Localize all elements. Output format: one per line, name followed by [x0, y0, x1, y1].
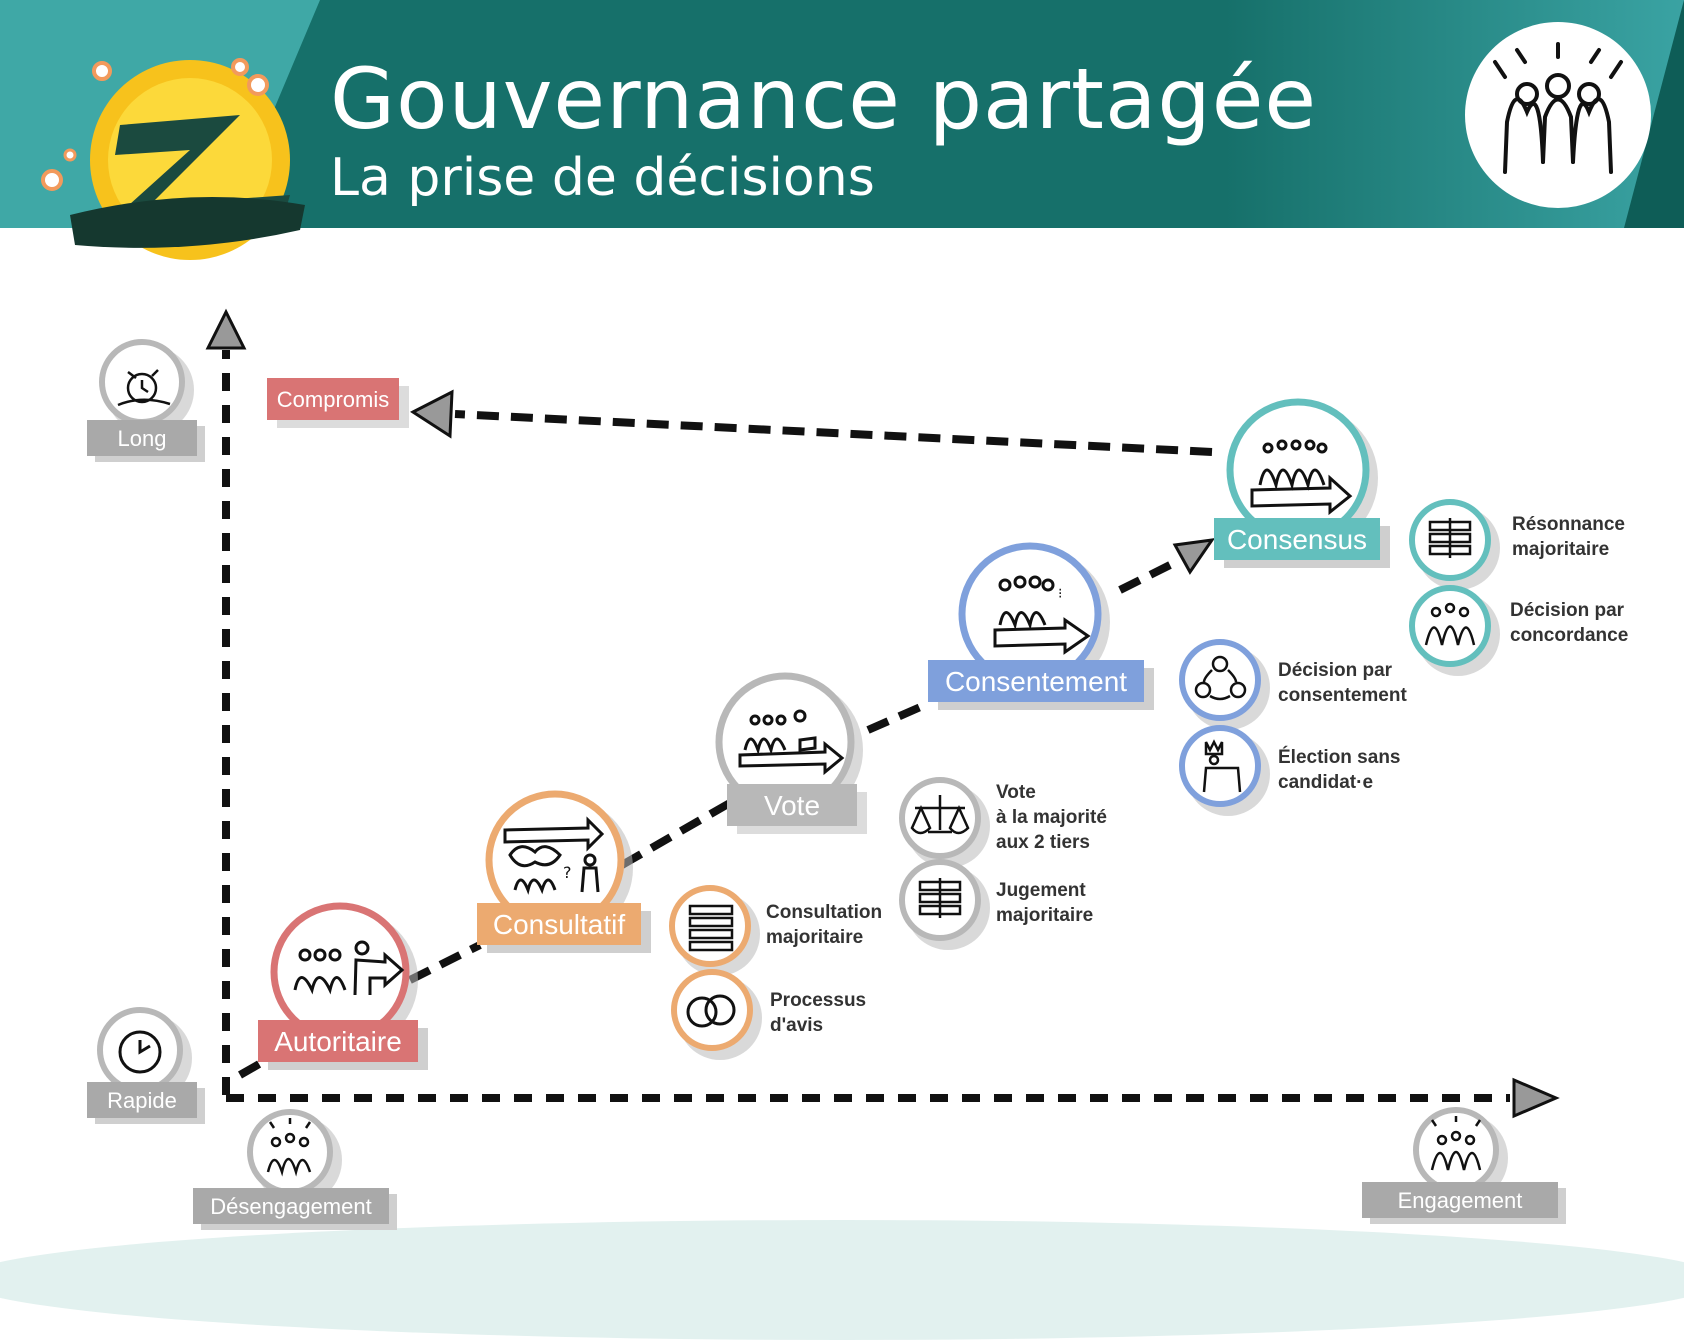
y-axis — [205, 308, 247, 1095]
axis-label-long: Long — [87, 420, 205, 462]
mode-compromis-text: Compromis — [276, 387, 390, 412]
compromis-arrowhead — [410, 389, 454, 439]
consentement-circle: ⁝ — [958, 542, 1110, 694]
autoritaire-circle — [270, 902, 418, 1050]
decision-diagram: ? ⁝ — [97, 308, 1560, 1204]
vote-people-icon — [738, 709, 845, 776]
method-election-sans-candidat: Élection sans candidat·e — [1278, 747, 1401, 793]
people-arrow-icon — [293, 940, 405, 996]
logo-icon — [41, 58, 305, 260]
mode-autoritaire: Autoritaire — [258, 1020, 428, 1070]
processus-avis-icon — [671, 969, 762, 1060]
crown-icon — [1202, 739, 1242, 793]
svg-text:?: ? — [563, 863, 572, 882]
mode-consentement-text: Consentement — [944, 666, 1128, 697]
mode-compromis: Compromis — [267, 378, 409, 428]
cycle-icon — [1194, 655, 1247, 701]
axis-label-long-text: Long — [117, 426, 167, 451]
mode-consultatif-text: Consultatif — [492, 909, 626, 940]
x-axis — [226, 1077, 1560, 1119]
axis-label-engagement-text: Engagement — [1397, 1188, 1523, 1213]
method-decision-consentement: Décision par consentement — [1278, 660, 1407, 706]
method-jugement-majoritaire: Jugement majoritaire — [996, 880, 1094, 926]
method-decision-concordance: Décision par concordance — [1510, 600, 1629, 646]
mode-autoritaire-text: Autoritaire — [274, 1026, 402, 1057]
people-cheering-icon — [1493, 42, 1623, 174]
axis-label-rapide-text: Rapide — [107, 1088, 177, 1113]
decision-concordance-icon — [1409, 585, 1500, 676]
consultation-icon: ? — [503, 816, 605, 895]
consensus-circle — [1226, 398, 1378, 550]
axis-label-rapide: Rapide — [87, 1082, 205, 1124]
mode-consensus-text: Consensus — [1226, 524, 1368, 555]
mode-consensus: Consensus — [1214, 518, 1390, 568]
scale-icon — [910, 795, 970, 835]
mode-vote-text: Vote — [763, 790, 821, 821]
mode-consultatif: Consultatif — [477, 903, 651, 953]
axis-label-desengagement: Désengagement — [193, 1188, 397, 1230]
method-vote-deux-tiers: Vote à la majorité aux 2 tiers — [996, 782, 1107, 853]
mode-consentement: Consentement — [928, 660, 1154, 710]
page-subtitle: La prise de décisions — [330, 148, 875, 208]
consensus-people-icon — [1250, 439, 1353, 516]
axis-label-engagement: Engagement — [1362, 1182, 1566, 1224]
resonnance-majoritaire-icon — [1409, 499, 1500, 590]
consent-people-icon: ⁝ — [993, 575, 1091, 655]
decision-consentement-icon — [1179, 639, 1270, 730]
method-consultation-majoritaire: Consultation majoritaire — [766, 902, 883, 948]
mode-vote: Vote — [727, 784, 867, 834]
progress-path — [238, 410, 1213, 1079]
engagement-people-icon — [1413, 1107, 1508, 1202]
page-title: Gouvernance partagée — [330, 50, 1318, 148]
vote-deux-tiers-icon — [899, 777, 990, 868]
method-resonnance-majoritaire: Résonnance majoritaire — [1512, 514, 1625, 560]
axis-label-desengagement-text: Désengagement — [210, 1194, 372, 1219]
long-snail-clock-icon — [99, 339, 194, 434]
method-processus-avis: Processus d'avis — [770, 990, 867, 1036]
consultation-majoritaire-icon — [669, 885, 760, 976]
people-badge — [1465, 22, 1651, 208]
svg-text:⁝: ⁝ — [1058, 586, 1062, 602]
consensus-arrowhead — [1172, 538, 1216, 575]
jugement-majoritaire-icon — [899, 859, 990, 950]
election-sans-candidat-icon — [1179, 725, 1270, 816]
desengagement-people-icon — [247, 1109, 342, 1204]
